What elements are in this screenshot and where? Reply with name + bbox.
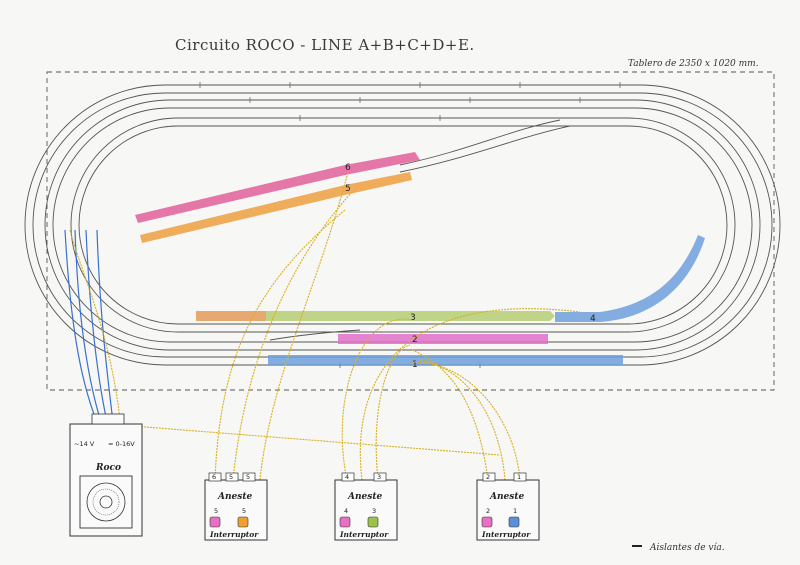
controller-ac-label: ~14 V bbox=[74, 440, 95, 448]
track-joints bbox=[199, 82, 621, 368]
track-label-3: 3 bbox=[410, 313, 416, 323]
switch-box-3-terminal-2: 1 bbox=[517, 473, 521, 481]
switch-box-3-num-1: 2 bbox=[486, 507, 490, 515]
switch-box-3-num-2: 1 bbox=[513, 507, 517, 515]
controller: ~14 V = 0-16V Roco bbox=[69, 413, 143, 537]
branch-track-upper bbox=[399, 119, 561, 166]
switch-box-5-6: 6 5 5 Aneste 5 5 Interruptor bbox=[204, 472, 268, 541]
track-label-1: 1 bbox=[412, 360, 418, 370]
track-section-3 bbox=[266, 311, 555, 321]
inner-track bbox=[70, 117, 736, 333]
controller-terminals bbox=[91, 413, 125, 425]
track-section-orange-stub bbox=[196, 311, 266, 321]
outer-track-rail bbox=[32, 92, 773, 358]
controller-brand: Roco bbox=[95, 463, 121, 473]
diagram-title: Circuito ROCO - LINE A+B+C+D+E. bbox=[175, 36, 475, 54]
controller-dial[interactable] bbox=[86, 482, 126, 522]
track-section-4 bbox=[555, 235, 705, 322]
switch-box-1-terminal-1: 6 bbox=[212, 473, 216, 481]
board-outline bbox=[46, 71, 775, 391]
inner-track-rail bbox=[78, 125, 728, 325]
oval-tracks bbox=[24, 84, 781, 366]
switch-box-1-terminal-2: 5 bbox=[229, 473, 233, 481]
track-section-5 bbox=[140, 172, 412, 243]
switch-box-3-4: 4 3 Aneste 4 3 Interruptor bbox=[334, 472, 398, 541]
track-label-4: 4 bbox=[590, 314, 596, 324]
branch-track-upper-rail bbox=[399, 125, 571, 173]
controller-dial-frame bbox=[79, 475, 133, 529]
controller-dc-label: = 0-16V bbox=[108, 440, 135, 448]
switch-button-4[interactable] bbox=[339, 516, 351, 528]
legend: Aislantes de vía. bbox=[632, 542, 725, 553]
controller-body bbox=[69, 423, 143, 537]
track-label-2: 2 bbox=[412, 335, 418, 345]
switch-box-1-subtitle: Interruptor bbox=[209, 530, 259, 539]
track-numbers: 1 2 3 4 5 6 bbox=[345, 163, 596, 370]
legend-text: Aislantes de vía. bbox=[649, 542, 725, 553]
switch-button-6[interactable] bbox=[237, 516, 249, 528]
track-section-6 bbox=[135, 152, 420, 223]
switch-box-3-subtitle: Interruptor bbox=[481, 530, 531, 539]
track-sections bbox=[135, 152, 705, 365]
branch-track-lower bbox=[269, 329, 361, 341]
controller-knob[interactable] bbox=[99, 495, 113, 509]
switch-button-2[interactable] bbox=[481, 516, 493, 528]
controller-dial-scale bbox=[92, 488, 120, 516]
switch-box-2-num-1: 4 bbox=[344, 507, 348, 515]
yellow-wires bbox=[69, 171, 581, 481]
blue-wires bbox=[64, 229, 114, 423]
track-label-6: 6 bbox=[345, 163, 351, 173]
switch-box-1-2: 2 1 Aneste 2 1 Interruptor bbox=[476, 472, 540, 541]
switch-box-3-title: Aneste bbox=[489, 492, 524, 502]
switch-box-3-terminal-1: 2 bbox=[486, 473, 490, 481]
switch-button-5[interactable] bbox=[209, 516, 221, 528]
switch-box-1-title: Aneste bbox=[217, 492, 252, 502]
track-label-5: 5 bbox=[345, 184, 351, 194]
board-size-note: Tablero de 2350 x 1020 mm. bbox=[628, 59, 759, 69]
middle-track-rail bbox=[52, 107, 753, 343]
switch-button-1[interactable] bbox=[508, 516, 520, 528]
switch-box-1-num-1: 5 bbox=[214, 507, 218, 515]
switch-box-2-subtitle: Interruptor bbox=[339, 530, 389, 539]
switch-button-3[interactable] bbox=[367, 516, 379, 528]
outer-track bbox=[24, 84, 781, 366]
switch-box-2-num-2: 3 bbox=[372, 507, 376, 515]
track-section-2 bbox=[338, 334, 548, 344]
track-section-1 bbox=[268, 355, 623, 365]
switch-box-2-terminal-2: 3 bbox=[377, 473, 381, 481]
switch-box-2-title: Aneste bbox=[347, 492, 382, 502]
switch-box-2-terminal-1: 4 bbox=[345, 473, 349, 481]
switch-box-1-terminal-3: 5 bbox=[246, 473, 250, 481]
middle-track bbox=[44, 99, 761, 351]
switch-box-1-num-2: 5 bbox=[242, 507, 246, 515]
